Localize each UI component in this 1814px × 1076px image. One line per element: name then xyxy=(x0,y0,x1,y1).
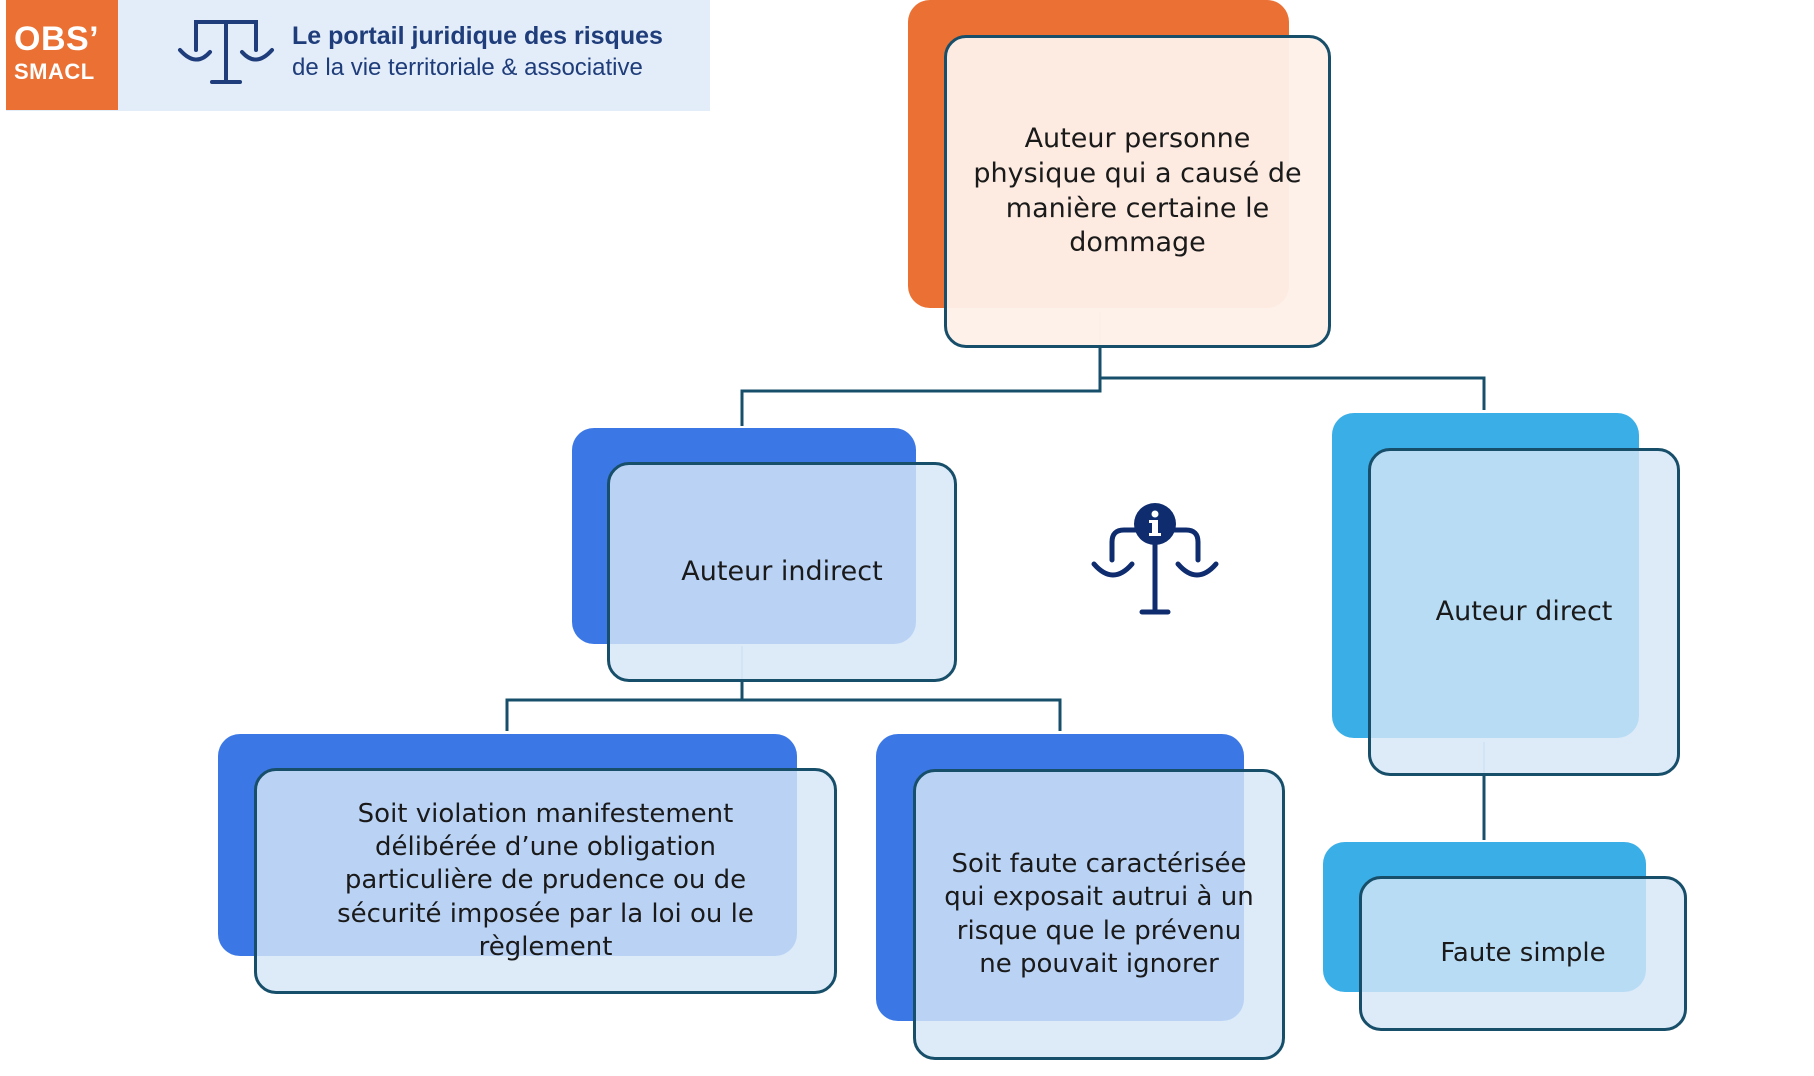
connector-indirect-children xyxy=(505,680,744,731)
violation-node-label: Soit violation manifestement délibérée d… xyxy=(337,798,754,962)
connector-root-indirect xyxy=(740,348,1102,426)
obs-smacl-logo[interactable]: OBS’ SMACL xyxy=(6,0,118,110)
faute-simple-node-label: Faute simple xyxy=(1440,937,1606,968)
faute-simple-node: Faute simple xyxy=(1359,876,1687,1031)
indirect-node-label: Auteur indirect xyxy=(681,555,883,587)
indirect-node: Auteur indirect xyxy=(607,462,957,682)
tagline-title: Le portail juridique des risques xyxy=(292,22,663,50)
scales-info-icon xyxy=(1091,503,1219,615)
violation-node: Soit violation manifestement délibérée d… xyxy=(254,768,837,994)
root-node-label: Auteur personne physique qui a causé de … xyxy=(973,123,1302,259)
header-banner: OBS’ SMACL Le portail juridique des risq… xyxy=(6,0,710,111)
faute-caracterisee-node: Soit faute caractérisée qui exposait aut… xyxy=(913,769,1285,1060)
logo-line2: SMACL xyxy=(14,59,95,84)
scales-of-justice-icon xyxy=(178,20,274,84)
faute-caracterisee-node-label: Soit faute caractérisée qui exposait aut… xyxy=(944,848,1254,979)
root-node: Auteur personne physique qui a causé de … xyxy=(944,35,1331,348)
connector-root-direct xyxy=(1100,376,1486,410)
direct-node: Auteur direct xyxy=(1368,448,1680,776)
connector-indirect-right xyxy=(742,698,1062,731)
logo-line1: OBS’ xyxy=(14,20,100,58)
tagline-subtitle: de la vie territoriale & associative xyxy=(292,54,643,81)
direct-node-label: Auteur direct xyxy=(1435,595,1613,627)
